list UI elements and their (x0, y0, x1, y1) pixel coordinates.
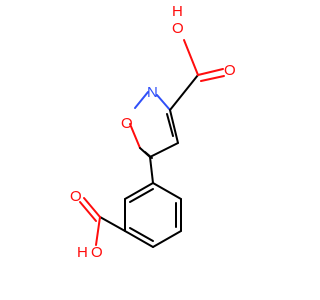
bond-c3-carboxyl-top (169, 74, 199, 111)
bond-carboxyl-bottom-co (83, 197, 101, 218)
carbonyl-top-o-label: O (224, 62, 236, 79)
bond-ar-4 (124, 230, 154, 248)
bond-carboxyl-bottom-oh (95, 216, 101, 246)
bond-ar-6-double (129, 188, 154, 203)
carbonyl-bottom-o-label: O (70, 188, 82, 205)
molecule-svg: O H O N O O H O (70, 3, 236, 261)
ring-o-label: O (121, 115, 133, 132)
bond-ar-carboxyl-bottom (99, 216, 126, 232)
bond-carboxyl-bottom-co-double (79, 201, 97, 222)
bond-carboxyl-top-co (197, 68, 224, 76)
bond-ar-6 (124, 182, 154, 200)
bond-o-c5 (129, 123, 141, 149)
bond-ar-4-double (129, 227, 154, 242)
bond-ar-3 (152, 230, 182, 248)
bond-c3-n (156, 94, 171, 111)
bond-ar-1 (152, 182, 182, 200)
bond-c4-c3 (169, 109, 179, 144)
bond-carboxyl-top-co-double (200, 75, 225, 82)
oh-bottom-o-label: O (91, 244, 103, 261)
oh-bottom-h-label: H (77, 244, 88, 261)
bond-n-o (134, 91, 149, 109)
ring-n-label: N (147, 84, 158, 101)
oh-top-h-label: H (172, 3, 183, 20)
bond-c5-c4 (149, 142, 179, 158)
bond-carboxyl-top-oh (183, 39, 199, 76)
bond-c4-c3-double (166, 113, 174, 137)
molecule-diagram: O H O N O O H O (70, 3, 236, 261)
oh-top-o-label: O (172, 20, 184, 37)
bond-isoxazole-benzene (149, 156, 154, 184)
